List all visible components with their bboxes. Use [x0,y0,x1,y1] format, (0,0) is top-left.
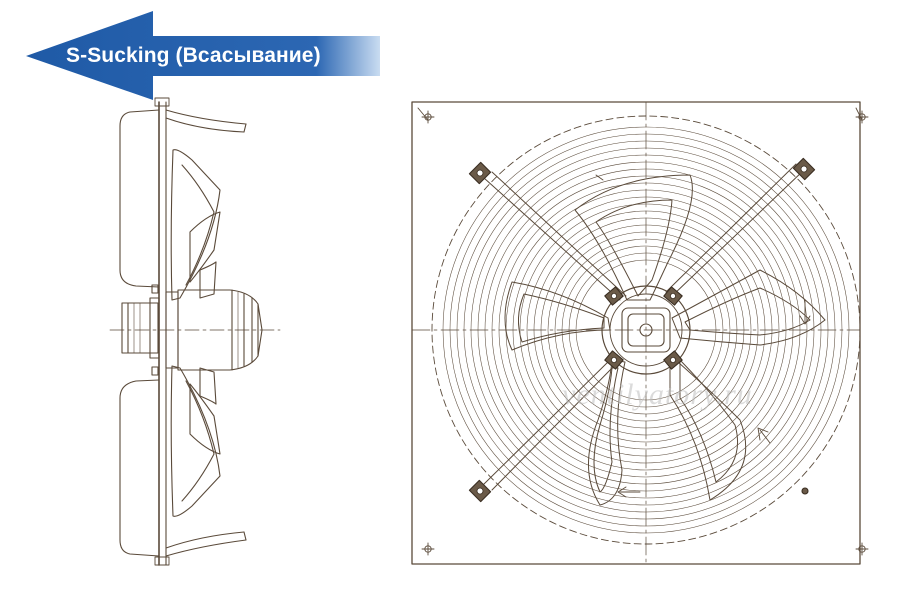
guard-ring [554,238,738,422]
guard-ring [456,140,836,520]
guard-ring [498,182,794,478]
guard-ring [512,196,780,464]
guard-ring [484,168,808,492]
guard-ring [519,203,773,457]
watermark-text: ventilyatory.ru [562,378,753,411]
airflow-direction-label: S-Sucking (Всасывание) [66,44,321,67]
front-view [411,101,869,565]
guard-ring [533,217,759,443]
guard-ring [470,154,822,506]
guard-ring [526,210,766,450]
guard-ring [547,231,745,429]
guard-ring [477,161,815,499]
guard-ring [491,175,801,485]
side-view [109,97,281,566]
guard-ring [540,224,752,436]
guard-ring [442,126,850,534]
guard-ring [449,133,843,527]
guard-ring [463,147,829,513]
guard-ring [561,245,731,415]
guard-ring [568,252,724,408]
